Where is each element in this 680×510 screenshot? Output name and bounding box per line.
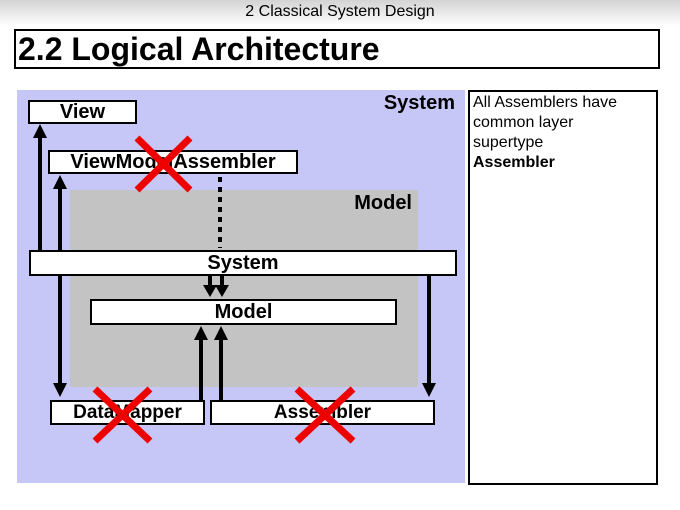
note-emphasis-line: Assembler [473,154,555,171]
model-box-label: Model [214,300,273,323]
model-region-label: Model [354,192,412,214]
system-bar: System [29,250,457,276]
note-panel: All Assemblers have common layer superty… [468,90,658,485]
system-bar-label: System [207,251,279,274]
view-box: View [28,100,137,124]
model-region: Model [70,190,418,387]
page-title: 2.2 Logical Architecture [18,30,380,67]
datamapper-box-label: DataMapper [73,401,182,423]
arrow-down-to-assembler-icon [422,276,436,397]
page-title-box: 2.2 Logical Architecture [14,29,660,69]
view-box-label: View [59,100,106,123]
model-box: Model [90,299,397,325]
arrow-down-to-datamapper-icon [53,276,67,397]
assembler-box-label: Assembler [273,401,372,423]
system-region-label: System [383,92,455,114]
architecture-diagram: System Model View ViewModelAssembler Sys… [17,90,465,483]
note-line: All Assemblers have [473,94,618,111]
note-line: supertype [473,134,544,151]
arrow-up-to-viewmodelassembler-icon [53,175,67,250]
note-line: common layer [473,114,574,131]
course-title: 2 Classical System Design [245,3,435,20]
assembler-box: Assembler [210,400,435,425]
slide-header: 2 Classical System Design [0,0,680,28]
arrow-up-to-view-icon [33,124,47,250]
viewmodelassembler-box: ViewModelAssembler [48,150,298,174]
viewmodelassembler-box-label: ViewModelAssembler [70,150,276,173]
datamapper-box: DataMapper [50,400,205,425]
